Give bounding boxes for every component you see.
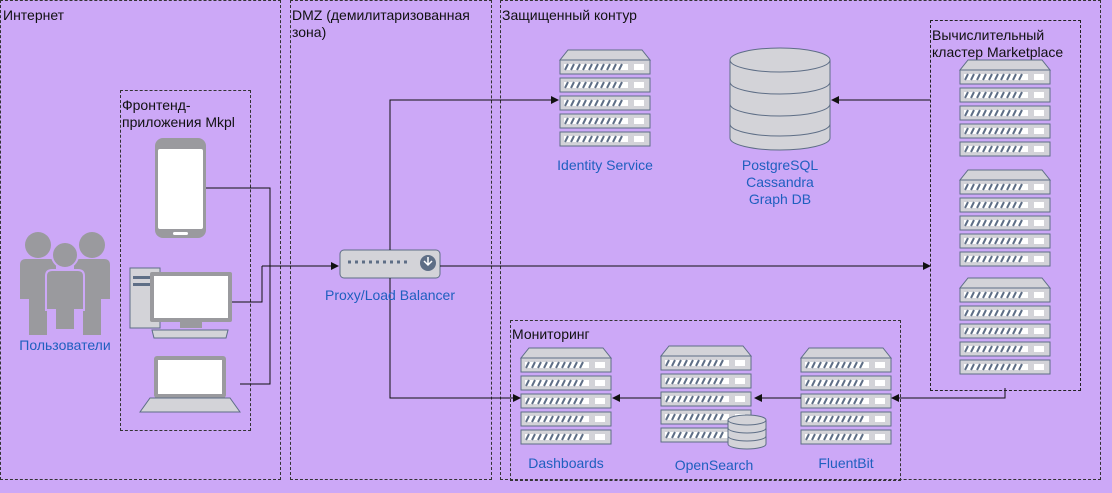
identity-service-label: Identity Service xyxy=(557,157,653,173)
cluster-server-2-icon xyxy=(960,170,1050,266)
laptop-icon xyxy=(139,356,241,413)
proxy-label: Proxy/Load Balancer xyxy=(325,287,455,303)
cluster-server-3-icon xyxy=(960,278,1050,374)
fluentbit-server-icon xyxy=(801,348,891,444)
smartphone-icon xyxy=(155,138,206,238)
zone-dmz xyxy=(290,0,492,480)
zone-protected xyxy=(500,0,1101,480)
desktop-computer-icon xyxy=(129,267,232,339)
zone-monitoring-title: Мониторинг xyxy=(512,326,590,342)
zone-frontend-title: Фронтенд-приложения Mkpl xyxy=(122,97,235,130)
zone-protected-title: Защищенный контур xyxy=(502,7,637,23)
dashboards-server-icon xyxy=(521,348,611,444)
zone-internet-title: Интернет xyxy=(3,7,65,23)
identity-service-server-icon xyxy=(560,50,650,146)
zone-cluster-title: Вычислительный кластер Marketplace xyxy=(932,27,1064,60)
users-icon xyxy=(20,232,110,335)
database-icon xyxy=(729,47,831,151)
zone-dmz-title: DMZ (демилитаризованная зона) xyxy=(292,7,470,40)
database-label-graphdb: Graph DB xyxy=(748,191,812,207)
zone-internet xyxy=(0,0,281,480)
zone-monitoring xyxy=(510,320,901,481)
opensearch-server-icon xyxy=(661,346,767,450)
cluster-server-1-icon xyxy=(960,60,1050,156)
load-balancer-icon xyxy=(339,249,441,279)
fluentbit-label: FluentBit xyxy=(818,455,874,471)
zone-frontend xyxy=(120,90,251,431)
users-label: Пользователи xyxy=(19,337,111,353)
connectors xyxy=(206,96,1006,402)
database-label-postgresql: PostgreSQL xyxy=(741,157,819,173)
database-label-cassandra: Cassandra xyxy=(746,174,814,190)
dashboards-label: Dashboards xyxy=(528,455,604,471)
opensearch-label: OpenSearch xyxy=(674,457,754,473)
